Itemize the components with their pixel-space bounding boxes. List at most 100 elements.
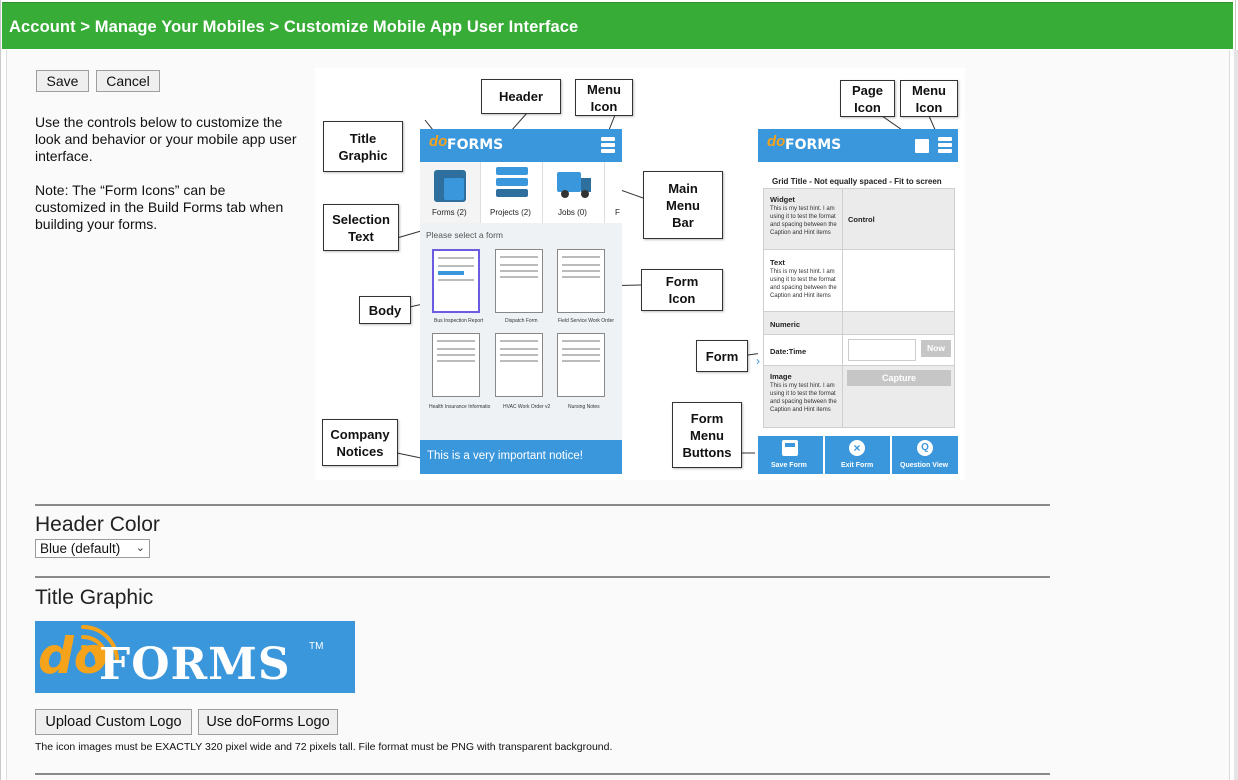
instructions: Use the controls below to customize the … bbox=[35, 114, 300, 250]
menu-icon[interactable] bbox=[938, 137, 952, 153]
wifi-signal-icon bbox=[81, 625, 119, 663]
server-icon bbox=[496, 167, 528, 201]
form-icon[interactable] bbox=[432, 249, 480, 313]
row-label: Widget bbox=[770, 195, 795, 204]
header-color-value: Blue (default) bbox=[40, 541, 121, 556]
form-icon[interactable] bbox=[495, 249, 543, 313]
logo-requirements-note: The icon images must be EXACTLY 320 pixe… bbox=[35, 741, 613, 753]
button-label: Exit Form bbox=[841, 462, 874, 469]
phone-logo-do: do bbox=[767, 133, 786, 150]
form-name: Field Service Work Order bbox=[558, 318, 615, 324]
instructions-note: Note: The “Form Icons” can be customized… bbox=[35, 182, 284, 232]
form-name: Bus Inspection Report bbox=[434, 318, 484, 324]
callout-company-notices: Company Notices bbox=[322, 419, 398, 466]
form-menu-buttons: Save Form × Exit Form Q Question View bbox=[758, 436, 958, 474]
row-hint: This is my test hint. I am using it to t… bbox=[770, 206, 837, 236]
company-notice: This is a very important notice! bbox=[420, 440, 622, 474]
page-icon[interactable] bbox=[915, 139, 929, 153]
tab-forms[interactable]: Forms (2) bbox=[420, 162, 481, 223]
callout-main-menu-bar: Main Menu Bar bbox=[643, 171, 723, 239]
callout-form-menu-buttons: Form Menu Buttons bbox=[672, 402, 742, 468]
form-name: Health Insurance Informatio bbox=[429, 404, 491, 410]
logo-forms: FORMS bbox=[99, 639, 291, 690]
grid-value-cell[interactable] bbox=[842, 249, 955, 312]
callout-form-icon: Form Icon bbox=[641, 269, 723, 311]
close-icon: × bbox=[849, 440, 865, 456]
menu-icon[interactable] bbox=[601, 137, 615, 153]
grid-label-cell: Text This is my test hint. I am using it… bbox=[763, 249, 843, 312]
tab-label: Jobs (0) bbox=[558, 208, 587, 217]
callout-selection-text: Selection Text bbox=[323, 204, 399, 251]
upload-custom-logo-button[interactable]: Upload Custom Logo bbox=[35, 709, 192, 735]
row-label: Image bbox=[770, 372, 792, 381]
row-hint: This is my test hint. I am using it to t… bbox=[770, 383, 837, 413]
grid-value-cell[interactable] bbox=[842, 311, 955, 335]
ui-diagram: do FORMS Forms (2) Projects (2) bbox=[315, 68, 965, 480]
row-label: Text bbox=[770, 258, 785, 267]
phone-logo-do: do bbox=[429, 133, 448, 150]
tab-label: Forms (2) bbox=[432, 208, 467, 217]
tab-more[interactable]: F bbox=[605, 162, 622, 223]
notice-text: This is a very important notice! bbox=[427, 450, 583, 462]
grid-scroll-arrow[interactable]: › bbox=[756, 354, 760, 368]
capture-button[interactable]: Capture bbox=[847, 370, 951, 386]
callout-menu-icon-right: Menu Icon bbox=[900, 80, 958, 117]
form-icon[interactable] bbox=[495, 333, 543, 397]
grid-title: Grid Title - Not equally spaced - Fit to… bbox=[772, 177, 942, 186]
title-graphic-title: Title Graphic bbox=[35, 586, 154, 609]
datetime-input[interactable] bbox=[848, 339, 916, 361]
form-icon[interactable] bbox=[557, 333, 605, 397]
cancel-button[interactable]: Cancel bbox=[96, 70, 160, 92]
callout-menu-icon: Menu Icon bbox=[575, 79, 633, 116]
now-button[interactable]: Now bbox=[921, 340, 951, 357]
callout-body: Body bbox=[359, 296, 411, 324]
save-form-button[interactable]: Save Form bbox=[758, 436, 823, 474]
question-view-button[interactable]: Q Question View bbox=[892, 436, 958, 474]
callout-form: Form bbox=[696, 340, 748, 372]
logo-do: do bbox=[38, 627, 109, 685]
callout-title-graphic: Title Graphic bbox=[323, 121, 403, 172]
use-doforms-logo-button[interactable]: Use doForms Logo bbox=[198, 709, 338, 735]
phone-header: do FORMS bbox=[758, 129, 958, 162]
row-value: Control bbox=[848, 215, 875, 224]
row-hint: This is my test hint. I am using it to t… bbox=[770, 269, 837, 299]
form-icon[interactable] bbox=[432, 333, 480, 397]
callout-header: Header bbox=[481, 79, 561, 114]
header-color-title: Header Color bbox=[35, 513, 160, 536]
form-name: Dispatch Form bbox=[505, 318, 538, 324]
forms-icon bbox=[434, 170, 466, 202]
tab-label: F bbox=[615, 208, 620, 217]
row-label: Date:Time bbox=[770, 347, 807, 356]
grid-label-cell: Numeric bbox=[763, 311, 843, 335]
section-divider bbox=[35, 773, 1050, 775]
button-label: Question View bbox=[900, 462, 949, 469]
vertical-scrollbar[interactable] bbox=[1234, 50, 1238, 780]
form-icon[interactable] bbox=[557, 249, 605, 313]
grid-value-cell: Now bbox=[842, 334, 955, 366]
tab-projects[interactable]: Projects (2) bbox=[481, 162, 543, 223]
grid-label-cell: Image This is my test hint. I am using i… bbox=[763, 365, 843, 428]
truck-icon bbox=[557, 172, 591, 198]
right-phone-mockup: do FORMS Grid Title - Not equally spaced… bbox=[756, 129, 958, 474]
grid-value-cell: Control bbox=[842, 188, 955, 250]
selection-text: Please select a form bbox=[426, 230, 504, 240]
main-menu-bar: Forms (2) Projects (2) Jobs (0) bbox=[420, 162, 622, 223]
instructions-text: Use the controls below to customize the … bbox=[35, 114, 297, 164]
button-label: Save Form bbox=[771, 462, 807, 469]
breadcrumb-bar: Account > Manage Your Mobiles > Customiz… bbox=[2, 2, 1233, 49]
phone-logo-forms: FORMS bbox=[447, 137, 504, 153]
exit-form-button[interactable]: × Exit Form bbox=[825, 436, 890, 474]
phone-header: do FORMS bbox=[420, 129, 622, 162]
tab-jobs[interactable]: Jobs (0) bbox=[543, 162, 605, 223]
chevron-down-icon: ⌄ bbox=[135, 542, 145, 554]
header-color-select[interactable]: Blue (default) ⌄ bbox=[35, 539, 150, 558]
save-icon bbox=[782, 440, 798, 456]
form-name: Nursing Notes bbox=[568, 404, 600, 410]
tab-label: Projects (2) bbox=[490, 208, 531, 217]
left-phone-mockup: do FORMS Forms (2) Projects (2) bbox=[420, 129, 622, 474]
save-button[interactable]: Save bbox=[36, 70, 89, 92]
section-divider bbox=[35, 576, 1050, 578]
title-graphic-logo: do FORMS TM bbox=[35, 621, 355, 693]
grid-label-cell: Widget This is my test hint. I am using … bbox=[763, 188, 843, 250]
breadcrumb: Account > Manage Your Mobiles > Customiz… bbox=[9, 18, 579, 36]
